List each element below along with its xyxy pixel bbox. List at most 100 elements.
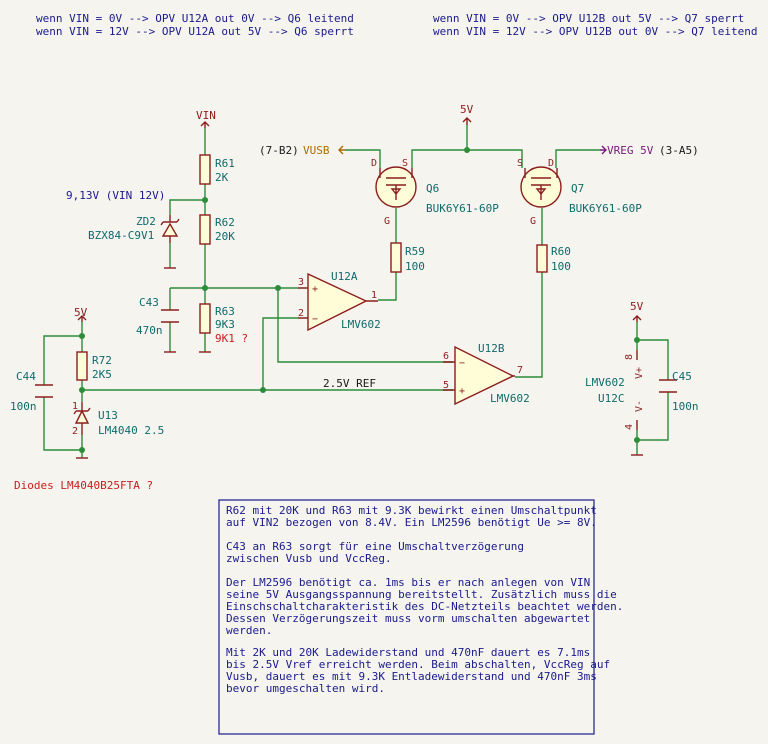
resistor-r63: R63 9K3 9K1 ?	[199, 303, 248, 345]
header-note-right-2: wenn VIN = 12V --> OPV U12B out 0V --> Q…	[433, 25, 758, 38]
opamp-u12c-power: 8 V+ V- 4 LMV602 U12C	[585, 350, 645, 430]
svg-text:G: G	[530, 216, 536, 227]
opamp-u12a: + − 3 2 1 U12A LMV602	[298, 270, 381, 332]
svg-text:4: 4	[624, 424, 635, 430]
svg-text:Mit 2K und 20K Ladewiderstand: Mit 2K und 20K Ladewiderstand und 470nF …	[226, 646, 590, 659]
svg-text:R59: R59	[405, 245, 425, 258]
mosfet-q7: S D G Q7 BUK6Y61-60P	[517, 158, 642, 227]
resistor-r60: R60 100	[536, 244, 571, 273]
5v-left-power-symbol: 5V	[74, 306, 88, 322]
diodes-note: Diodes LM4040B25FTA ?	[14, 479, 153, 492]
svg-text:3: 3	[298, 277, 304, 288]
svg-text:−: −	[312, 314, 318, 325]
svg-text:BUK6Y61-60P: BUK6Y61-60P	[426, 202, 499, 215]
svg-text:LM4040 2.5: LM4040 2.5	[98, 424, 164, 437]
junction-dots	[79, 147, 640, 453]
vusb-ref: (7-B2)	[259, 144, 299, 157]
ground-symbols	[76, 267, 643, 459]
svg-text:S: S	[402, 158, 408, 169]
header-note-left-1: wenn VIN = 0V --> OPV U12A out 0V --> Q6…	[36, 12, 354, 25]
svg-text:Q7: Q7	[571, 182, 584, 195]
svg-text:2: 2	[298, 308, 304, 319]
header-note-left-2: wenn VIN = 12V --> OPV U12A out 5V --> Q…	[36, 25, 354, 38]
svg-text:9K3: 9K3	[215, 318, 235, 331]
svg-text:U13: U13	[98, 409, 118, 422]
svg-text:2K5: 2K5	[92, 368, 112, 381]
svg-text:ZD2: ZD2	[136, 215, 156, 228]
opamp-u12b: − + 6 5 7 U12B LMV602	[443, 342, 530, 406]
capacitor-c43: C43 470n	[136, 296, 179, 337]
svg-text:100n: 100n	[672, 400, 699, 413]
svg-text:C45: C45	[672, 370, 692, 383]
svg-text:7: 7	[517, 365, 523, 376]
capacitor-c44: C44 100n	[10, 370, 53, 413]
svg-text:Vusb, dauert es mit 9.3K Entla: Vusb, dauert es mit 9.3K Entladewidersta…	[226, 670, 597, 683]
svg-text:Einschschaltcharakteristik des: Einschschaltcharakteristik des DC-Netzte…	[226, 600, 623, 613]
5v-top-power-symbol: 5V	[460, 103, 474, 125]
vreg-ref: (3-A5)	[659, 144, 699, 157]
resistor-r59: R59 100	[390, 242, 425, 273]
header-note-right-1: wenn VIN = 0V --> OPV U12B out 5V --> Q7…	[433, 12, 744, 25]
svg-text:R62: R62	[215, 216, 235, 229]
svg-text:5V: 5V	[74, 306, 88, 319]
svg-text:D: D	[548, 158, 554, 169]
svg-text:1: 1	[72, 401, 78, 412]
svg-text:R60: R60	[551, 245, 571, 258]
ref-net-label: 2.5V REF	[323, 377, 376, 390]
svg-text:+: +	[459, 386, 465, 397]
svg-text:V-: V-	[634, 400, 645, 412]
svg-text:C43: C43	[139, 296, 159, 309]
svg-text:U12A: U12A	[331, 270, 358, 283]
svg-text:werden.: werden.	[226, 624, 272, 637]
svg-text:100: 100	[551, 260, 571, 273]
svg-text:G: G	[384, 216, 390, 227]
svg-text:Dessen Verzögerungszeit muss v: Dessen Verzögerungszeit muss vorm umscha…	[226, 612, 590, 625]
capacitor-c45: C45 100n	[659, 370, 699, 413]
svg-text:R61: R61	[215, 157, 235, 170]
svg-text:470n: 470n	[136, 324, 163, 337]
svg-text:D: D	[371, 158, 377, 169]
mosfet-q6: D S G Q6 BUK6Y61-60P	[371, 158, 499, 227]
svg-text:U12C: U12C	[598, 392, 625, 405]
net-labels: 9,13V (VIN 12V) 2.5V REF Diodes LM4040B2…	[14, 144, 699, 492]
note-box: R62 mit 20K und R63 mit 9.3K bewirkt ein…	[218, 499, 623, 735]
zener-zd2: ZD2 BZX84-C9V1	[88, 215, 180, 243]
svg-text:LMV602: LMV602	[341, 318, 381, 331]
svg-text:bis 2.5V Vref erreicht werden.: bis 2.5V Vref erreicht werden. Beim absc…	[226, 658, 610, 671]
svg-text:zwischen Vusb und VccReg.: zwischen Vusb und VccReg.	[226, 552, 392, 565]
wires	[43, 125, 669, 458]
vreg-label: VREG 5V	[607, 144, 654, 157]
voltage-note: 9,13V (VIN 12V)	[66, 189, 165, 202]
svg-text:2K: 2K	[215, 171, 229, 184]
svg-text:−: −	[459, 358, 465, 369]
svg-text:S: S	[517, 158, 523, 169]
svg-text:R72: R72	[92, 354, 112, 367]
svg-text:bevor umgeschalten wird.: bevor umgeschalten wird.	[226, 682, 385, 695]
svg-text:100n: 100n	[10, 400, 37, 413]
resistor-r62: R62 20K	[199, 214, 235, 245]
svg-text:R62 mit 20K und R63 mit 9.3K b: R62 mit 20K und R63 mit 9.3K bewirkt ein…	[226, 504, 597, 517]
5v-right-power-symbol: 5V	[630, 300, 644, 322]
vin-power-symbol: VIN	[196, 109, 216, 128]
svg-text:V+: V+	[634, 367, 645, 379]
svg-text:LMV602: LMV602	[490, 392, 530, 405]
svg-text:auf VIN2 bezogen von 8.4V. Ein: auf VIN2 bezogen von 8.4V. Ein LM2596 be…	[226, 516, 597, 529]
svg-text:BUK6Y61-60P: BUK6Y61-60P	[569, 202, 642, 215]
svg-text:Der LM2596 benötigt ca. 1ms bi: Der LM2596 benötigt ca. 1ms bis er nach …	[226, 576, 590, 589]
svg-text:C43 an R63 sorgt für eine Umsc: C43 an R63 sorgt für eine Umschaltverzög…	[226, 540, 524, 553]
svg-text:20K: 20K	[215, 230, 235, 243]
svg-text:C44: C44	[16, 370, 36, 383]
svg-text:2: 2	[72, 426, 78, 437]
svg-text:BZX84-C9V1: BZX84-C9V1	[88, 229, 154, 242]
resistor-r72: R72 2K5	[76, 351, 112, 381]
svg-text:+: +	[312, 284, 318, 295]
svg-text:6: 6	[443, 351, 449, 362]
svg-text:R63: R63	[215, 305, 235, 318]
svg-text:seine 5V Ausgangsspannung bere: seine 5V Ausgangsspannung bereitstellt. …	[226, 588, 617, 601]
svg-text:U12B: U12B	[478, 342, 505, 355]
svg-text:VIN: VIN	[196, 109, 216, 122]
svg-text:5: 5	[443, 380, 449, 391]
svg-text:9K1 ?: 9K1 ?	[215, 332, 248, 345]
svg-text:8: 8	[624, 354, 635, 360]
